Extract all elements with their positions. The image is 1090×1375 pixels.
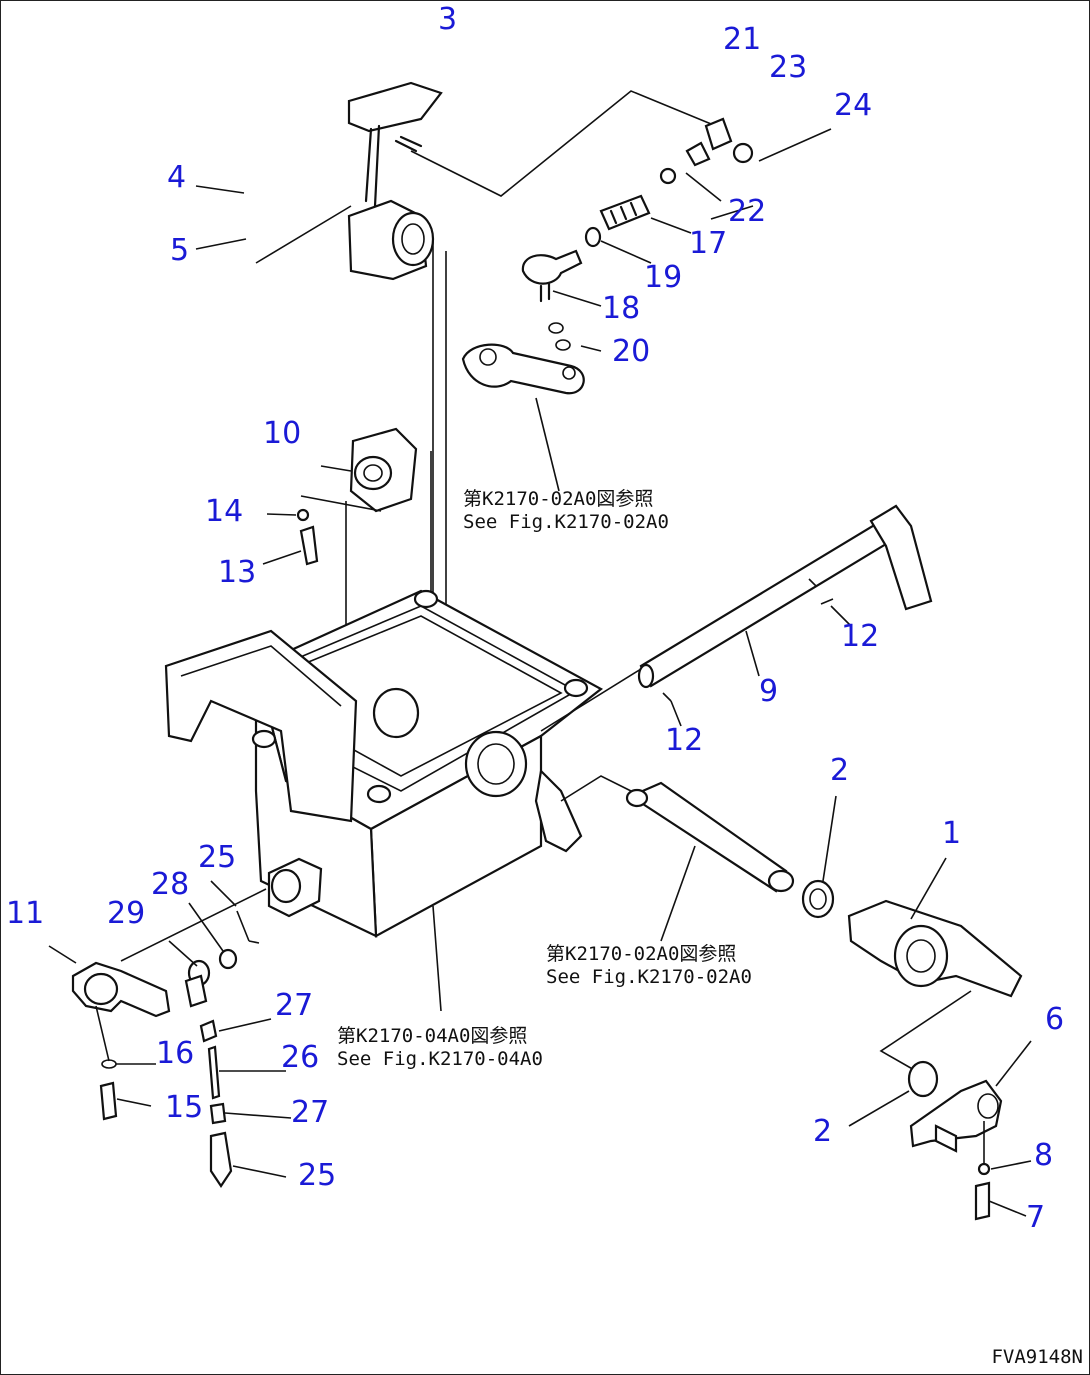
shaft-middle: [560, 775, 795, 942]
callout-5: 5: [170, 233, 190, 268]
reference-note-upper: 第K2170-02A0図参照 See Fig.K2170-02A0: [463, 488, 669, 534]
callout-22: 22: [728, 194, 767, 229]
callout-13: 13: [218, 555, 257, 590]
callout-11: 11: [6, 896, 45, 931]
callout-25a: 25: [198, 840, 237, 875]
reference-note-upper-jp: 第K2170-02A0図参照: [463, 488, 654, 510]
reference-note-lower-en: See Fig.K2170-04A0: [337, 1048, 543, 1070]
shaft-part-9: [540, 504, 933, 732]
callout-21: 21: [723, 22, 762, 57]
callout-12a: 12: [841, 619, 880, 654]
figure-code: FVA9148N: [991, 1346, 1083, 1368]
callout-3: 3: [438, 2, 458, 37]
reference-note-lower: 第K2170-04A0図参照 See Fig.K2170-04A0: [337, 1025, 543, 1071]
callout-10: 10: [263, 416, 302, 451]
callout-24: 24: [834, 88, 873, 123]
callout-2b: 2: [813, 1114, 833, 1149]
reference-note-lower-jp: 第K2170-04A0図参照: [337, 1025, 528, 1047]
callout-27a: 27: [275, 988, 314, 1023]
callout-26: 26: [281, 1040, 320, 1075]
callout-15: 15: [165, 1090, 204, 1125]
callout-19: 19: [644, 260, 683, 295]
callout-12b: 12: [665, 723, 704, 758]
callout-27b: 27: [291, 1095, 330, 1130]
callout-16: 16: [156, 1036, 195, 1071]
reference-note-middle: 第K2170-02A0図参照 See Fig.K2170-02A0: [546, 943, 752, 989]
callout-28: 28: [151, 867, 190, 902]
callout-14: 14: [205, 494, 244, 529]
callout-4: 4: [167, 160, 187, 195]
callout-6: 6: [1045, 1002, 1065, 1037]
callout-17: 17: [689, 226, 728, 261]
callout-23: 23: [769, 50, 808, 85]
reference-note-middle-jp: 第K2170-02A0図参照: [546, 943, 737, 965]
callout-2a: 2: [830, 753, 850, 788]
callout-7: 7: [1026, 1200, 1046, 1235]
transmission-housing: [164, 589, 603, 1012]
bracket-part-3: [347, 81, 443, 281]
callout-18: 18: [602, 291, 641, 326]
callout-1: 1: [942, 816, 962, 851]
lever-part-11: [71, 888, 267, 1188]
callout-20: 20: [612, 334, 651, 369]
callout-29: 29: [107, 896, 146, 931]
reference-note-middle-en: See Fig.K2170-02A0: [546, 966, 752, 988]
callout-9: 9: [759, 674, 779, 709]
reference-note-upper-en: See Fig.K2170-02A0: [463, 511, 669, 533]
callout-25b: 25: [298, 1158, 337, 1193]
callout-8: 8: [1034, 1138, 1054, 1173]
bearing-and-lever: [801, 879, 1023, 1127]
lever-part-6: [909, 1079, 1003, 1221]
linkage-parts-top: [521, 117, 832, 351]
lever-arm-upper: [461, 343, 585, 492]
